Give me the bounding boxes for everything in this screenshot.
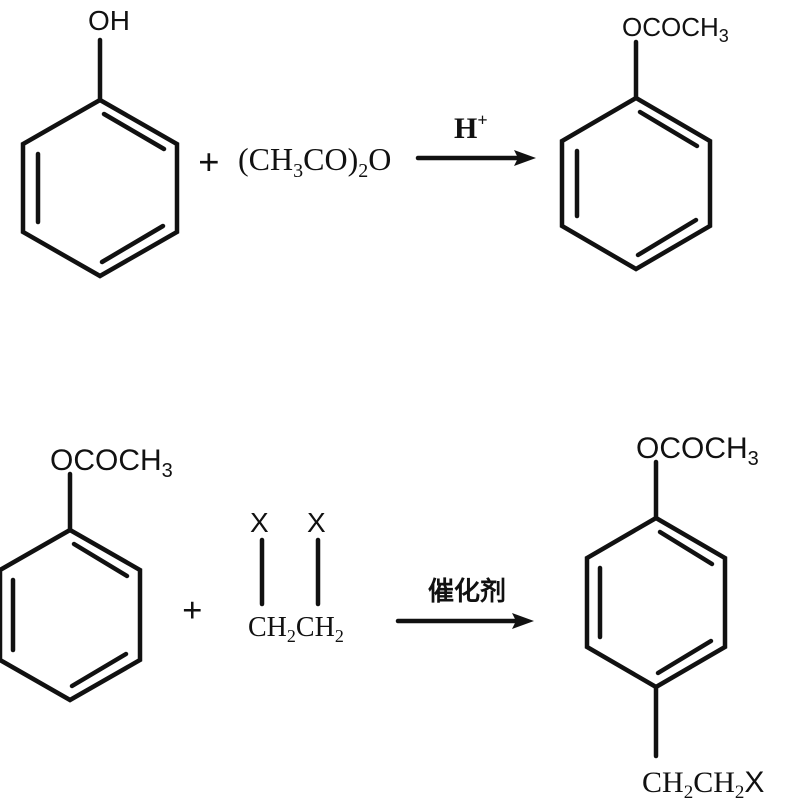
- reaction-arrow-1: [415, 150, 536, 166]
- phenyl-acetate-molecule: OCOCH3: [0, 444, 173, 703]
- halogen-label-right: X: [307, 507, 326, 538]
- benzene-ring: [559, 95, 713, 272]
- para-substituted-product-molecule: OCOCH3 CH2CH2X: [584, 432, 764, 800]
- benzene-ring: [584, 515, 728, 690]
- plus-sign: +: [182, 590, 203, 630]
- acetoxy-label: OCOCH3: [50, 444, 173, 482]
- benzene-ring: [0, 527, 143, 703]
- dihaloethane-molecule: X X CH2CH2: [248, 507, 344, 646]
- phenol-molecule: OH: [20, 5, 180, 279]
- acetoxy-label: OCOCH3: [636, 432, 759, 470]
- haloethyl-label: CH2CH2X: [642, 766, 764, 800]
- catalyst-label: 催化剂: [428, 576, 506, 606]
- hydroxyl-label: OH: [88, 5, 130, 36]
- halogen-label-left: X: [250, 507, 269, 538]
- plus-sign: +: [198, 142, 220, 184]
- reaction-arrow-2: [395, 613, 534, 629]
- reaction-2: OCOCH3 + X X CH2CH2 催化剂: [0, 432, 764, 800]
- reaction-1: OH + (CH3CO)2O H+ OCOCH3: [20, 5, 729, 279]
- phenyl-acetate-molecule: OCOCH3: [559, 12, 729, 272]
- benzene-ring: [20, 97, 180, 279]
- acetic-anhydride-formula: (CH3CO)2O: [238, 141, 391, 182]
- acid-catalyst-label: H+: [454, 110, 488, 145]
- acetoxy-label: OCOCH3: [622, 12, 729, 46]
- ethylene-chain-label: CH2CH2: [248, 612, 344, 646]
